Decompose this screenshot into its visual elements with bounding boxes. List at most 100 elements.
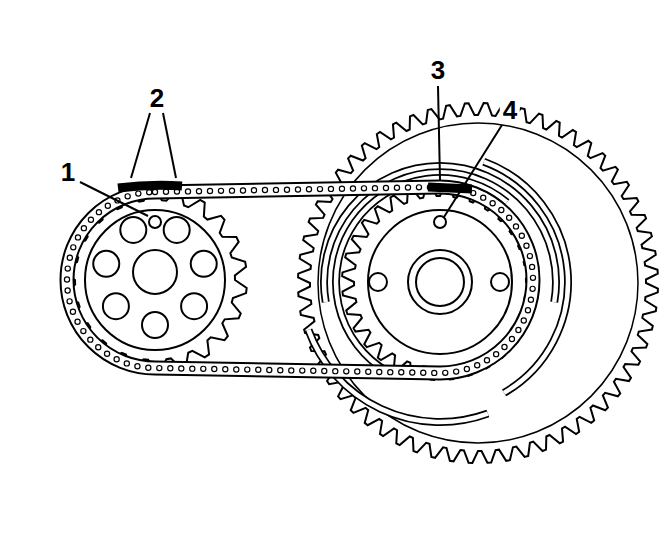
chain-pin	[383, 185, 388, 190]
chain-pin	[525, 308, 530, 313]
chain-pin	[355, 369, 360, 374]
chain-pin	[251, 188, 256, 193]
leader-line	[444, 125, 502, 217]
sprocket-hub	[368, 210, 512, 354]
chain-pin	[65, 266, 70, 271]
chain-pin	[484, 358, 489, 363]
chain-pin	[475, 363, 480, 368]
chain-pin	[527, 254, 532, 259]
chain-pin	[530, 286, 535, 291]
chain-pin	[300, 368, 305, 373]
chain-pin	[416, 185, 421, 190]
chain-pin	[502, 344, 507, 349]
gear-teeth	[298, 103, 658, 463]
chain-pin	[405, 185, 410, 190]
chain-pin	[81, 226, 86, 231]
chain-pin	[410, 370, 415, 375]
chain-pin	[207, 188, 212, 193]
chain-pin	[152, 189, 157, 194]
center-hole	[408, 250, 472, 314]
chain-pin	[519, 233, 524, 238]
chain-pin	[344, 369, 349, 374]
chain-pin	[507, 215, 512, 220]
chain-pin	[528, 297, 533, 302]
chain-pin	[509, 336, 514, 341]
chain-pin	[454, 369, 459, 374]
callout-number: 3	[428, 56, 448, 84]
chain-pin	[163, 189, 168, 194]
chain-pin	[443, 370, 448, 375]
chain-pin	[256, 367, 261, 372]
chain-outline	[67, 187, 533, 373]
chain-pin	[513, 224, 518, 229]
center-hole	[133, 250, 177, 294]
chain-pin	[201, 366, 206, 371]
chain-pin	[366, 369, 371, 374]
gear-rim	[318, 123, 638, 443]
chain-pin	[499, 207, 504, 212]
bolt-hole	[369, 273, 387, 291]
lightening-hole	[181, 293, 207, 319]
chain-pin	[114, 357, 119, 362]
chain-pin	[146, 365, 151, 370]
chain-pin	[64, 277, 69, 282]
chain-pin	[229, 188, 234, 193]
chain-pin	[70, 309, 75, 314]
chain-pin	[196, 189, 201, 194]
chain-pin	[464, 366, 469, 371]
chain-pin	[295, 187, 300, 192]
chain-pin	[521, 318, 526, 323]
lightening-hole	[120, 217, 146, 243]
chain-pin	[179, 366, 184, 371]
chain-pin	[530, 275, 535, 280]
chain-pin	[88, 337, 93, 342]
chain-pin	[234, 367, 239, 372]
center-bore	[416, 258, 464, 306]
chain-pin	[289, 368, 294, 373]
chain-pin	[317, 187, 322, 192]
chain-pin	[372, 186, 377, 191]
leader-line	[438, 86, 440, 180]
chain-pin	[399, 370, 404, 375]
chain-pin	[157, 365, 162, 370]
leader-line	[80, 182, 148, 216]
chain-pin	[88, 217, 93, 222]
chain-pin	[273, 187, 278, 192]
lightening-hole	[164, 217, 190, 243]
chain-pin	[104, 351, 109, 356]
chain-pin	[377, 369, 382, 374]
chain-pin	[190, 366, 195, 371]
leader-line	[131, 113, 150, 178]
chain-pin	[306, 187, 311, 192]
chain-pin	[432, 370, 437, 375]
chain-pin	[328, 186, 333, 191]
timing-dot	[434, 216, 446, 228]
chain-pin	[524, 243, 529, 248]
chain-pin	[147, 190, 152, 195]
chain-pin	[490, 201, 495, 206]
chain-pin	[124, 361, 129, 366]
chain-pin	[361, 186, 366, 191]
chain-pin	[65, 288, 70, 293]
chain-pin	[311, 368, 316, 373]
leader-lines	[80, 86, 502, 217]
chain-pin	[96, 210, 101, 215]
chain-pin	[262, 187, 267, 192]
chain-pin	[245, 367, 250, 372]
chain-pin	[516, 327, 521, 332]
bolt-hole	[491, 273, 509, 291]
chain-pin	[67, 255, 72, 260]
chain-pin	[267, 367, 272, 372]
chain-pin	[212, 366, 217, 371]
chain-pin	[339, 186, 344, 191]
chain-pin	[394, 185, 399, 190]
chain-pin	[494, 352, 499, 357]
chain-plates	[67, 187, 533, 373]
chain-pin	[322, 368, 327, 373]
chain-pin	[105, 203, 110, 208]
callout-number: 2	[147, 84, 167, 112]
chain-pin	[125, 194, 130, 199]
timing-mark-links	[428, 187, 472, 189]
chain-pin	[75, 235, 80, 240]
chain-pin	[67, 299, 72, 304]
